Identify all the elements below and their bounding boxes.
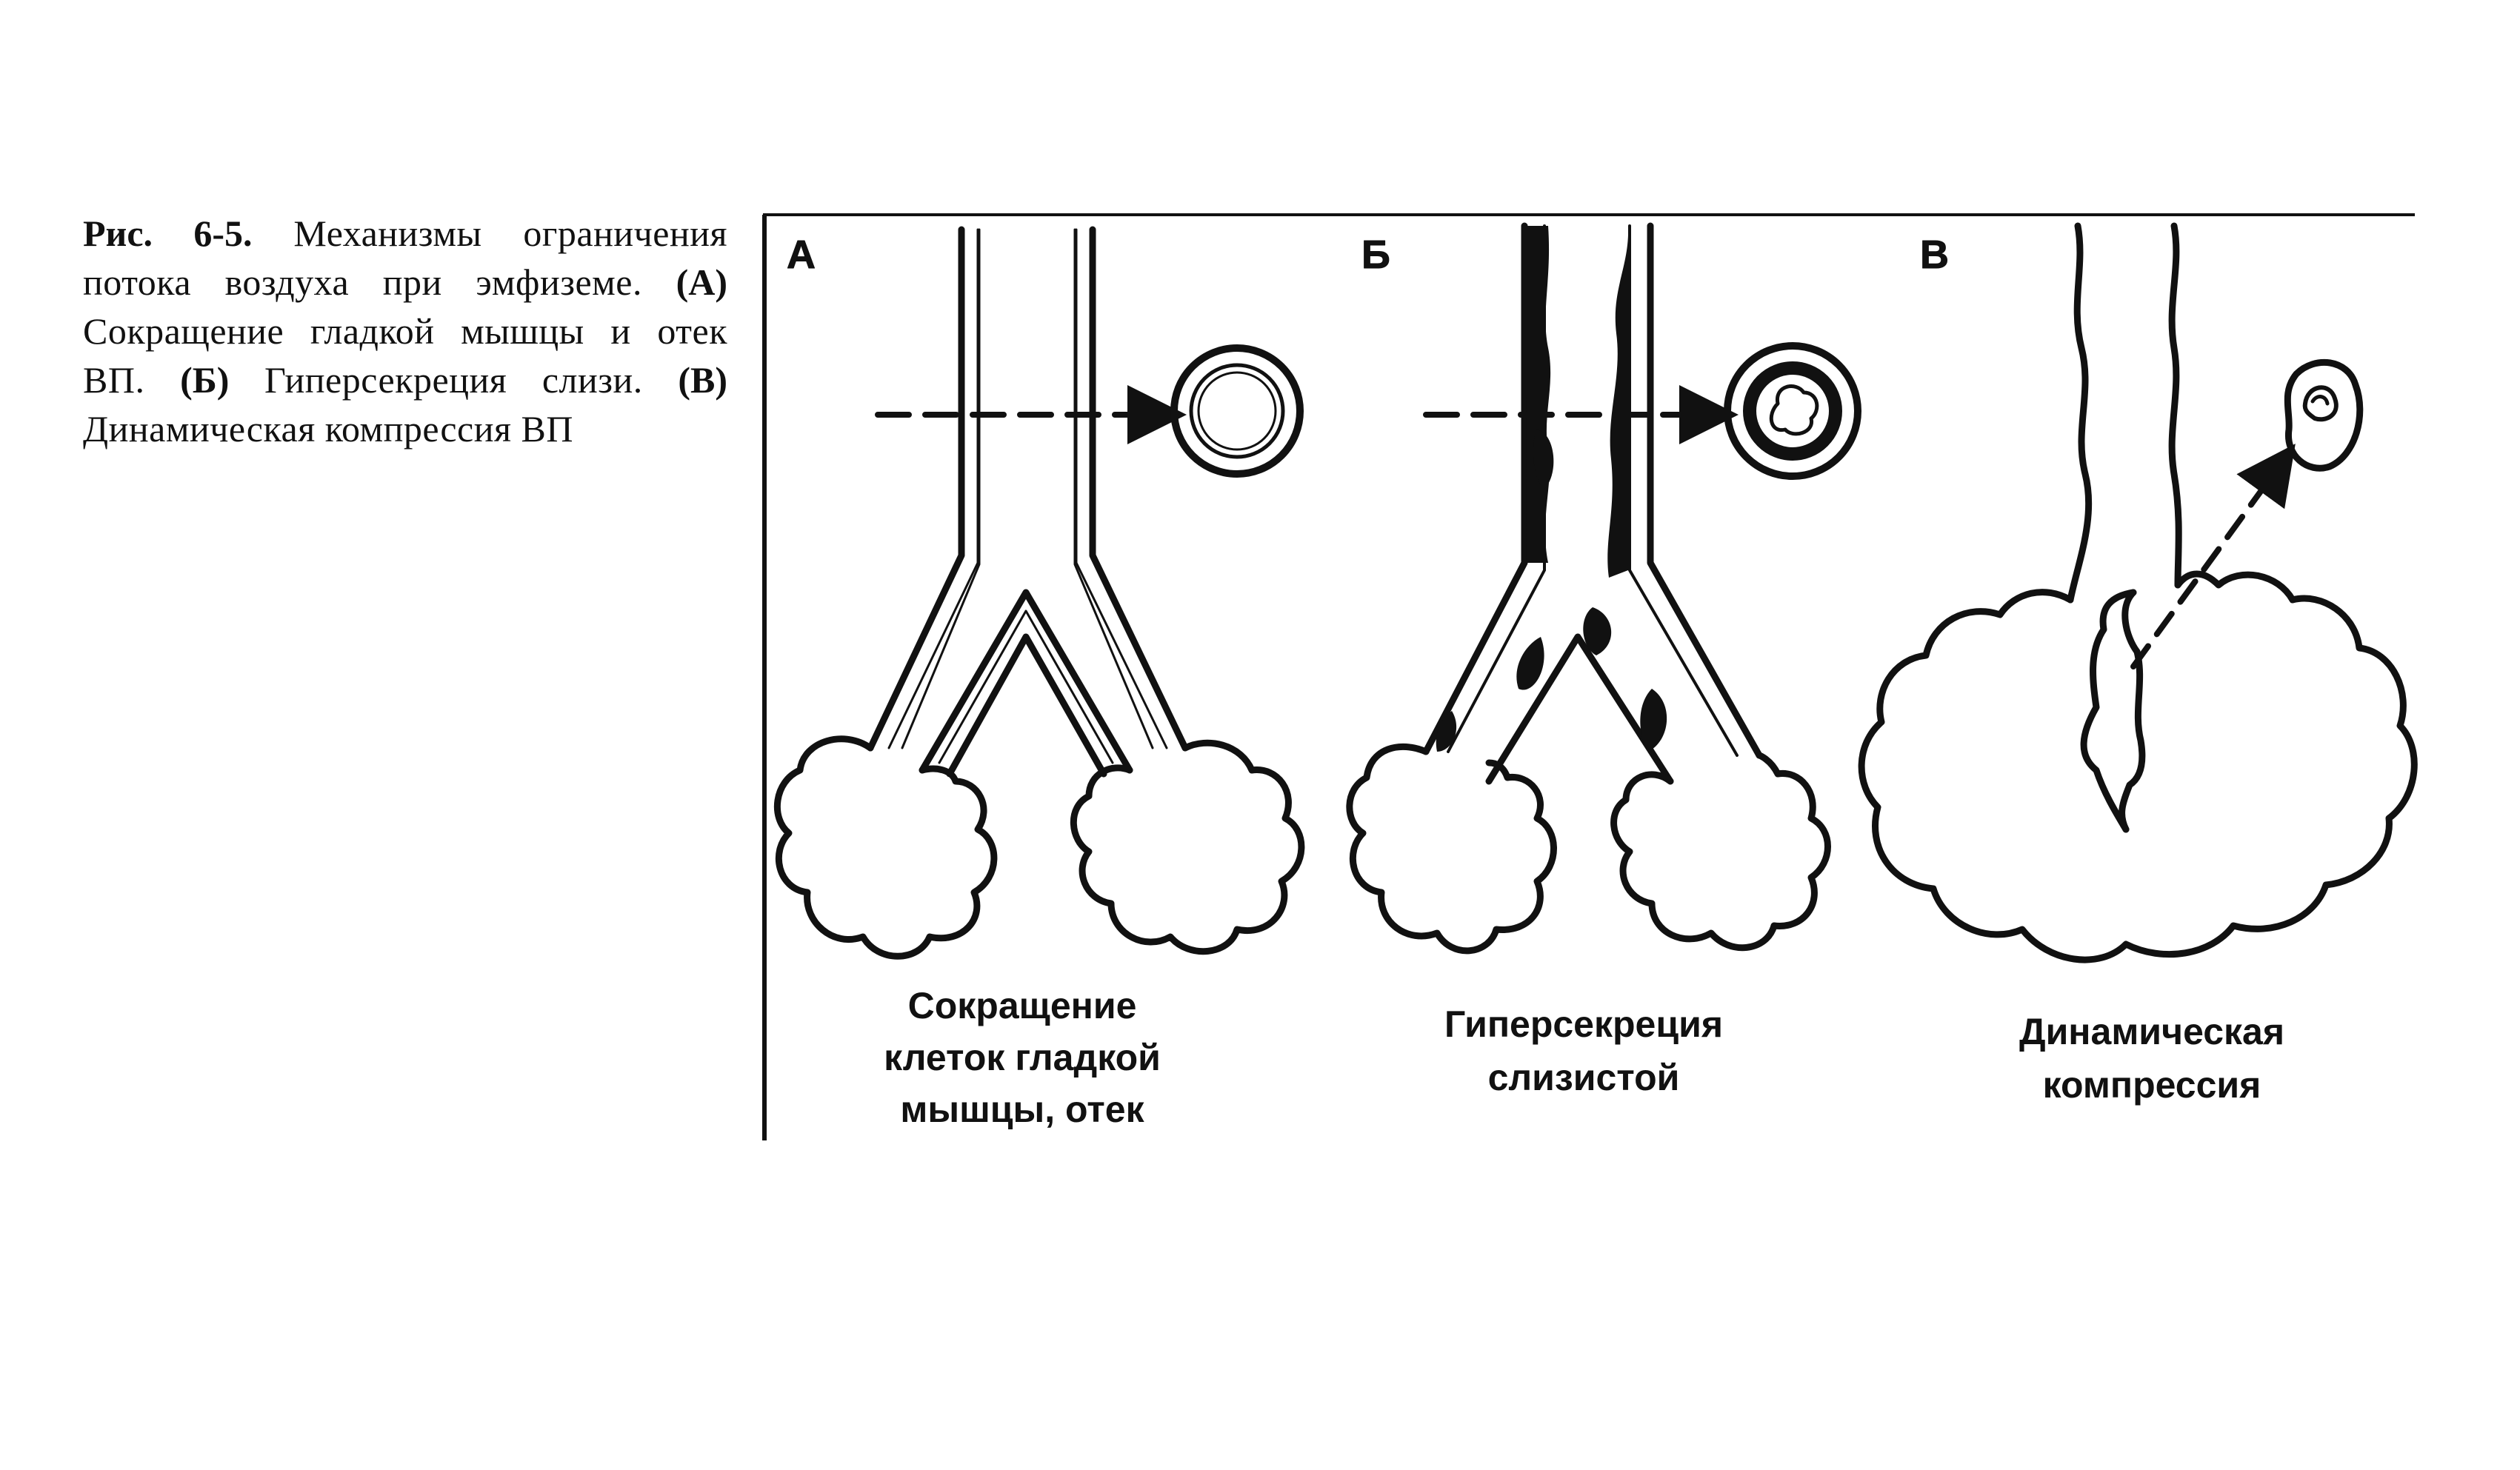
panel-c-letter: В: [1920, 233, 1949, 277]
panel-c-label-line-2: компрессия: [2043, 1064, 2261, 1106]
panel-c-label-line-1: Динамическая: [2019, 1011, 2284, 1052]
panel-b-airway-cross-section: [1727, 346, 1858, 476]
panel-b-label-line-1: Гиперсекреция: [1444, 1003, 1723, 1045]
panel-c-airway-cross-section: [2287, 362, 2360, 468]
panel-b-alveoli-right: [1614, 755, 1828, 948]
panel-b-letter: Б: [1361, 233, 1390, 277]
panel-b-label-line-2: слизистой: [1488, 1057, 1680, 1098]
panel-a-alveoli-right: [1073, 743, 1301, 951]
panel-c-collapsed-airway-segment: [2084, 592, 2142, 829]
panel-b-label: Гиперсекреция слизистой: [1444, 1003, 1723, 1098]
panel-a: А Сокраще: [777, 230, 1301, 1130]
panel-a-alveoli-left: [777, 739, 994, 956]
panel-a-label: Сокращение клеток гладкой мышцы, отек: [884, 985, 1161, 1130]
panel-a-label-line-2: клеток гладкой: [884, 1037, 1161, 1078]
panel-b-alveoli-left: [1350, 746, 1554, 951]
panel-c-label: Динамическая компрессия: [2019, 1011, 2284, 1106]
panel-a-bronchus: [870, 230, 1185, 774]
panel-c: В Динамическая компрессия: [1861, 226, 2414, 1106]
panel-c-airway: [2070, 226, 2179, 600]
panel-b-bronchus: [1426, 226, 1759, 781]
panel-b: Б: [1350, 226, 1858, 1098]
panel-a-label-line-1: Сокращение: [908, 985, 1137, 1026]
panel-c-cross-section-arrow: [2133, 463, 2281, 666]
panel-a-airway-cross-section: [1174, 348, 1300, 474]
panel-a-label-line-3: мышцы, отек: [900, 1089, 1144, 1130]
panel-a-letter: А: [787, 233, 816, 277]
